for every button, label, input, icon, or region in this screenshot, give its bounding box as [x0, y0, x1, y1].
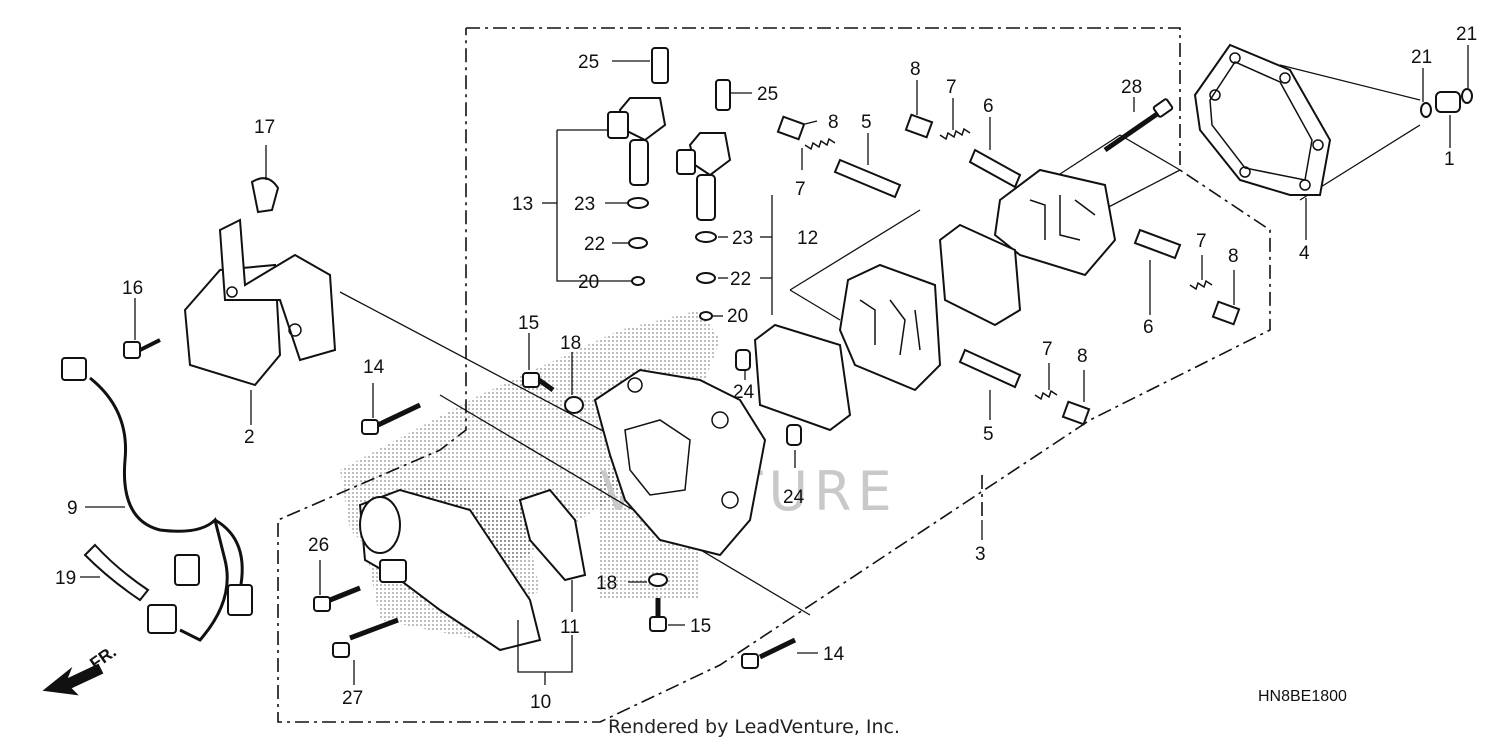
callout-21-a: 21: [1411, 47, 1432, 68]
shift-motor: [358, 488, 587, 652]
front-direction-arrow-icon: FR.: [42, 642, 120, 696]
callout-23-b: 23: [732, 228, 753, 249]
callout-15-b: 15: [690, 616, 711, 637]
callout-18-a: 18: [560, 333, 581, 354]
callout-13: 13: [512, 194, 533, 215]
solenoids: [607, 47, 732, 321]
callout-2: 2: [244, 427, 255, 448]
callout-27: 27: [342, 688, 363, 709]
separator-plate: [938, 223, 1022, 327]
middle-valve-body: [838, 263, 942, 392]
callout-22-a: 22: [584, 234, 605, 255]
callout-20-a: 20: [578, 272, 599, 293]
callout-9: 9: [67, 498, 78, 519]
callout-7-a: 7: [795, 179, 806, 200]
callout-22-b: 22: [730, 269, 751, 290]
callout-1: 1: [1444, 149, 1455, 170]
callout-16: 16: [122, 278, 143, 299]
callout-26: 26: [308, 535, 329, 556]
callout-14-a: 14: [363, 357, 385, 378]
footer-credit: Rendered by LeadVenture, Inc.: [608, 716, 901, 738]
callout-8-d: 8: [1077, 346, 1088, 367]
callout-6-b: 6: [1143, 317, 1154, 338]
main-valve-body: [593, 368, 767, 557]
callout-11: 11: [560, 617, 580, 638]
callout-7-d: 7: [1042, 339, 1053, 360]
callout-24-a: 24: [733, 382, 755, 403]
callout-5-a: 5: [861, 112, 872, 133]
callout-4: 4: [1299, 243, 1310, 264]
callout-8-a: 8: [828, 112, 839, 133]
callout-21-b: 21: [1456, 24, 1477, 45]
callout-17: 17: [254, 117, 275, 138]
callout-3: 3: [975, 544, 986, 565]
diagram-code: HN8BE1800: [1258, 688, 1347, 705]
gasket-part-4: [1193, 43, 1332, 196]
callout-14-b: 14: [823, 644, 845, 665]
leader-lines: [339, 64, 1421, 616]
callout-12: 12: [797, 228, 818, 249]
callout-25-b: 25: [757, 84, 778, 105]
cover-bracket: [123, 177, 337, 387]
callout-7-c: 7: [1196, 231, 1207, 252]
plug-part-1: [1420, 88, 1473, 118]
callout-numbers: 25 25 17 13 23 22 20 23 12 22 20 16 2 9 …: [55, 24, 1477, 713]
wire-harness: [61, 357, 253, 642]
callout-8-b: 8: [910, 59, 921, 80]
upper-valve-plate: [993, 168, 1117, 277]
callout-23-a: 23: [574, 194, 595, 215]
callout-15-a: 15: [518, 313, 539, 334]
callout-8-c: 8: [1228, 246, 1239, 267]
callout-6-a: 6: [983, 96, 994, 117]
callout-5-b: 5: [983, 424, 994, 445]
callout-28: 28: [1121, 77, 1142, 98]
callout-10: 10: [530, 692, 551, 713]
callout-24-b: 24: [783, 487, 805, 508]
callout-20-b: 20: [727, 306, 748, 327]
bolt-part-28: [1103, 98, 1174, 153]
callout-19: 19: [55, 568, 76, 589]
callout-7-b: 7: [946, 77, 957, 98]
callout-18-b: 18: [596, 573, 617, 594]
callout-leaders: [80, 45, 1469, 685]
spools-and-springs: [776, 113, 1241, 426]
lower-plate: [735, 323, 852, 446]
callout-25-a: 25: [578, 52, 599, 73]
bolts: [313, 372, 797, 669]
